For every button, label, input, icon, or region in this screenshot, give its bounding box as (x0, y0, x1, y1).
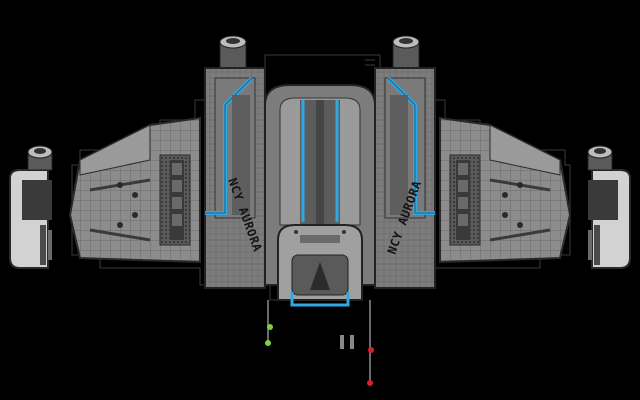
thruster-icon (392, 35, 420, 71)
left-nacelle (204, 67, 266, 289)
right-nacelle (374, 67, 436, 289)
nav-light-red-icon (367, 380, 373, 386)
thruster-icon (587, 145, 613, 171)
thruster-icon (27, 145, 53, 171)
cockpit-trim (290, 292, 350, 307)
central-fuselage (264, 84, 376, 307)
left-wing (68, 116, 201, 264)
right-engine-pod (588, 169, 631, 269)
nav-light-green-icon (265, 340, 271, 346)
right-wing (439, 116, 572, 264)
nav-light-red-icon (368, 347, 374, 353)
left-engine-pod (9, 169, 52, 269)
thruster-icon (219, 35, 247, 71)
nav-light-green-icon (267, 324, 273, 330)
underside-struts (267, 300, 371, 385)
